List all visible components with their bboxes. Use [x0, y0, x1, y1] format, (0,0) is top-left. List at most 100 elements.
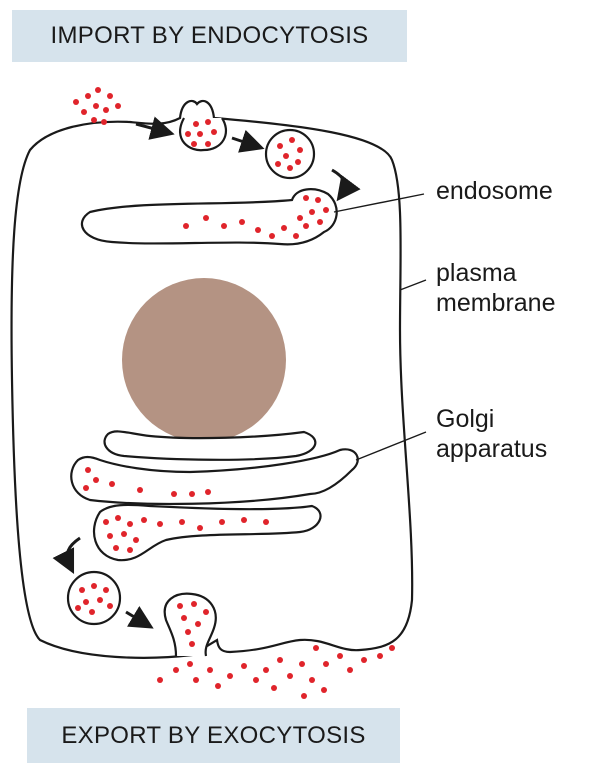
- cargo-dot: [303, 195, 309, 201]
- plasma-membrane-label-line1: plasma: [436, 259, 517, 287]
- cargo-dot: [303, 223, 309, 229]
- cargo-dot: [173, 667, 179, 673]
- nucleus: [122, 278, 286, 442]
- cargo-dot: [191, 601, 197, 607]
- arrow-to-membrane: [125, 605, 154, 629]
- cargo-dot: [93, 477, 99, 483]
- cargo-dot: [107, 533, 113, 539]
- endosome: [80, 188, 338, 246]
- golgi-apparatus-label: Golgi apparatus: [436, 404, 547, 464]
- cargo-particles: [73, 87, 395, 699]
- cargo-dot: [103, 587, 109, 593]
- cargo-dot: [297, 147, 303, 153]
- cargo-dot: [185, 131, 191, 137]
- cargo-dot: [211, 129, 217, 135]
- cargo-dot: [91, 583, 97, 589]
- cargo-dot: [295, 159, 301, 165]
- plasma-membrane-leader: [399, 279, 427, 291]
- cargo-dot: [191, 141, 197, 147]
- cargo-dot: [275, 161, 281, 167]
- endosome-label: endosome: [436, 177, 553, 205]
- cargo-dot: [171, 491, 177, 497]
- arrow-to-pit: [135, 116, 175, 140]
- plasma-membrane-label-line2: membrane: [436, 289, 556, 317]
- cargo-dot: [239, 219, 245, 225]
- cargo-dot: [323, 207, 329, 213]
- cargo-dot: [241, 663, 247, 669]
- cargo-dot: [157, 521, 163, 527]
- cargo-dot: [297, 215, 303, 221]
- cargo-dot: [73, 99, 79, 105]
- cargo-dot: [337, 653, 343, 659]
- cargo-dot: [101, 119, 107, 125]
- cargo-dot: [241, 517, 247, 523]
- cargo-dot: [141, 517, 147, 523]
- cargo-dot: [133, 537, 139, 543]
- cargo-dot: [321, 687, 327, 693]
- cargo-dot: [83, 599, 89, 605]
- cargo-dot: [287, 673, 293, 679]
- budding-vesicle: [179, 117, 228, 152]
- cargo-dot: [277, 143, 283, 149]
- pathway-arrows: [52, 116, 361, 629]
- cargo-dot: [185, 629, 191, 635]
- cargo-dot: [197, 131, 203, 137]
- golgi-cisterna-1: [103, 430, 317, 461]
- cargo-dot: [193, 121, 199, 127]
- cargo-dot: [189, 641, 195, 647]
- cargo-dot: [253, 677, 259, 683]
- export-banner: EXPORT BY EXOCYTOSIS: [27, 708, 400, 763]
- cargo-dot: [207, 667, 213, 673]
- cargo-dot: [309, 209, 315, 215]
- cargo-dot: [263, 519, 269, 525]
- cargo-dot: [97, 597, 103, 603]
- cargo-dot: [255, 227, 261, 233]
- cargo-dot: [293, 233, 299, 239]
- cargo-dot: [187, 661, 193, 667]
- cargo-dot: [193, 677, 199, 683]
- cargo-dot: [299, 661, 305, 667]
- cargo-dot: [205, 489, 211, 495]
- cargo-dot: [227, 673, 233, 679]
- cargo-dot: [189, 491, 195, 497]
- cargo-dot: [313, 645, 319, 651]
- arrow-to-endosome: [331, 168, 361, 202]
- cargo-dot: [281, 225, 287, 231]
- cargo-dot: [93, 103, 99, 109]
- secretory-vesicle: [66, 570, 122, 626]
- import-banner: IMPORT BY ENDOCYTOSIS: [12, 10, 407, 62]
- cargo-dot: [107, 93, 113, 99]
- cargo-dot: [121, 531, 127, 537]
- leader-lines: [333, 193, 427, 461]
- cargo-dot: [83, 485, 89, 491]
- plasma-membrane: [10, 99, 414, 659]
- golgi-apparatus-label-line1: Golgi: [436, 405, 495, 433]
- cargo-dot: [127, 547, 133, 553]
- cargo-dot: [271, 685, 277, 691]
- cargo-dot: [179, 519, 185, 525]
- cargo-dot: [221, 223, 227, 229]
- cargo-dot: [115, 103, 121, 109]
- cargo-dot: [91, 117, 97, 123]
- cargo-dot: [203, 609, 209, 615]
- cargo-dot: [115, 515, 121, 521]
- cargo-dot: [289, 137, 295, 143]
- cargo-dot: [75, 605, 81, 611]
- arrow-to-vesicle: [231, 129, 265, 153]
- cargo-dot: [377, 653, 383, 659]
- cargo-dot: [95, 87, 101, 93]
- cargo-dot: [103, 107, 109, 113]
- plasma-membrane-label: plasma membrane: [436, 258, 556, 318]
- cargo-dot: [181, 615, 187, 621]
- cargo-dot: [205, 141, 211, 147]
- cargo-dot: [219, 519, 225, 525]
- golgi-cisterna-3: [92, 503, 322, 562]
- cargo-dot: [315, 197, 321, 203]
- cargo-dot: [137, 487, 143, 493]
- cargo-dot: [103, 519, 109, 525]
- cargo-dot: [127, 521, 133, 527]
- cargo-dot: [317, 219, 323, 225]
- cargo-dot: [205, 119, 211, 125]
- arrow-from-golgi: [52, 536, 81, 575]
